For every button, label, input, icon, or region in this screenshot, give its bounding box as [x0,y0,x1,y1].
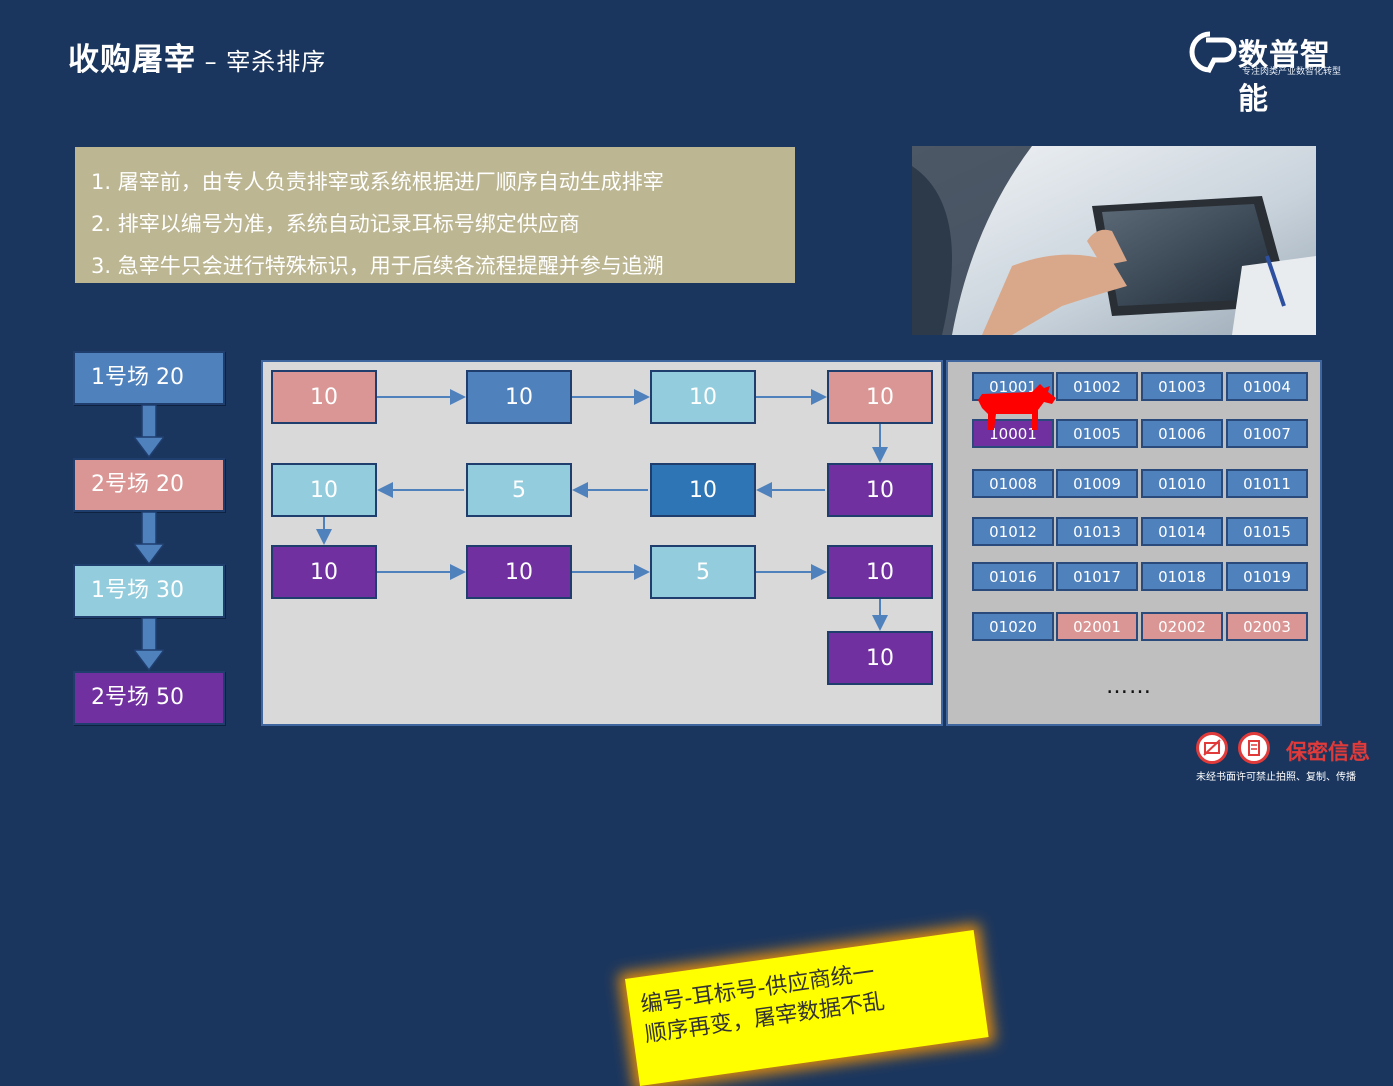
ear-tag-cell: 01003 [1141,372,1223,401]
more-indicator: …… [1106,674,1152,699]
ear-tag-cell: 01015 [1226,517,1308,546]
site-box: 1号场 30 [73,564,225,618]
company-logo: 数普智能 专注肉类产业数智化转型 [1186,30,1356,117]
site-box: 2号场 50 [73,671,225,725]
flow-node: 10 [466,545,572,599]
ear-tag-cell: 01004 [1226,372,1308,401]
ear-tag-cell: 01017 [1056,562,1138,591]
ear-tag-cell: 01005 [1056,419,1138,448]
down-arrow-icon [132,511,166,569]
ear-tag-cell: 01011 [1226,469,1308,498]
flow-node: 10 [650,463,756,517]
flow-node: 5 [466,463,572,517]
flow-node: 10 [827,631,933,685]
ear-tag-cell: 01012 [972,517,1054,546]
confidential-note: 未经书面许可禁止拍照、复制、传播 [1196,772,1356,783]
confidential-label: 保密信息 [1286,740,1370,764]
notes-box: 1. 屠宰前，由专人负责排宰或系统根据进厂顺序自动生成排宰 2. 排宰以编号为准… [75,147,795,283]
flow-node: 10 [650,370,756,424]
ear-tag-cell: 01018 [1141,562,1223,591]
ear-tag-cell: 01013 [1056,517,1138,546]
logo-mark-icon [1189,31,1237,74]
note-line: 3. 急宰牛只会进行特殊标识，用于后续各流程提醒并参与追溯 [91,254,664,278]
ear-tag-cell: 01002 [1056,372,1138,401]
logo-brand: 数普智能 [1238,38,1331,117]
note-line: 1. 屠宰前，由专人负责排宰或系统根据进厂顺序自动生成排宰 [91,170,664,194]
site-box: 2号场 20 [73,458,225,512]
logo-slogan: 专注肉类产业数智化转型 [1242,67,1342,77]
ear-tag-cell: 01020 [972,612,1054,641]
flow-node: 10 [271,463,377,517]
down-arrow-icon [132,617,166,675]
flow-node: 10 [271,545,377,599]
ear-tag-cell: 01010 [1141,469,1223,498]
ear-tag-cell: 02001 [1056,612,1138,641]
flow-node: 10 [827,463,933,517]
ear-tag-cell: 02003 [1226,612,1308,641]
callout-note: 编号-耳标号-供应商统一 顺序再变，屠宰数据不乱 [625,930,989,1086]
confidential-mark: 保密信息 未经书面许可禁止拍照、复制、传播 [1190,728,1390,784]
ear-tag-cell: 01014 [1141,517,1223,546]
ear-tag-cell: 01007 [1226,419,1308,448]
ear-tag-cell: 01008 [972,469,1054,498]
ear-tag-cell: 01016 [972,562,1054,591]
title-main: 收购屠宰 [68,42,196,78]
no-copy-icon [1238,732,1270,764]
no-camera-icon [1196,732,1228,764]
tablet-photo [912,146,1316,335]
flow-node: 5 [650,545,756,599]
down-arrow-icon [132,404,166,462]
title-sub: – 宰杀排序 [196,48,327,76]
ear-tag-cell: 10001 [972,419,1054,448]
ear-tag-cell: 01009 [1056,469,1138,498]
note-line: 2. 排宰以编号为准，系统自动记录耳标号绑定供应商 [91,212,580,236]
flow-node: 10 [271,370,377,424]
flow-node: 10 [827,545,933,599]
cattle-icon [978,384,1056,430]
ear-tag-cell: 02002 [1141,612,1223,641]
ear-tag-cell: 01019 [1226,562,1308,591]
site-box: 1号场 20 [73,351,225,405]
flow-node: 10 [466,370,572,424]
ear-tag-cell: 01006 [1141,419,1223,448]
flow-arrows [316,389,888,631]
page-title: 收购屠宰 – 宰杀排序 [68,34,326,79]
flow-node: 10 [827,370,933,424]
flow-panel: 10 10 10 10 10 5 10 10 10 10 5 10 10 编号-耳标号-供应商统一 顺序… [261,360,989,1086]
